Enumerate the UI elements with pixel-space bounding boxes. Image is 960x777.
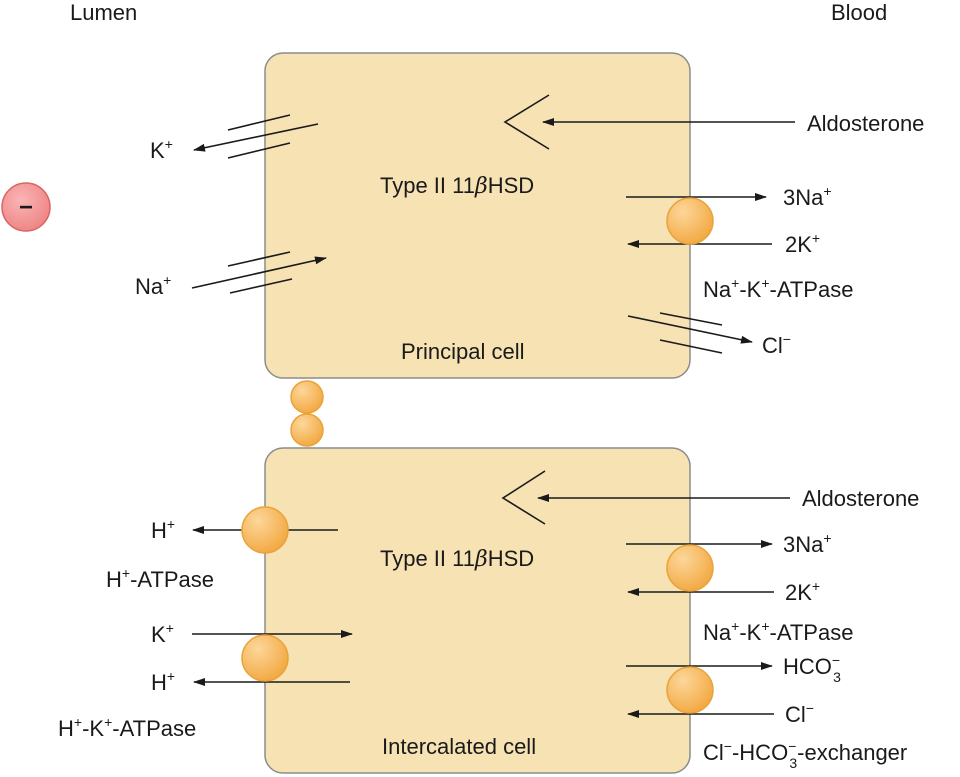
tight-junction (290, 380, 324, 447)
h-atpase-label: H+-ATPase (106, 565, 214, 592)
principal-cell (264, 52, 691, 379)
cl-hco3-exchanger-label: Cl−-HCO−3-exchanger (703, 738, 907, 771)
receptor-chevron-icon (501, 470, 546, 525)
na-channel-arrows (191, 251, 327, 294)
svg-text:−: − (19, 194, 33, 221)
h-k-atpase-pump-icon (241, 634, 289, 682)
aldosterone-label: Aldosterone (807, 111, 924, 136)
cl-hco3-exchanger-icon (666, 666, 714, 714)
h-out2-label: H+ (151, 668, 175, 695)
h-out-label: H+ (151, 516, 175, 543)
h-atpase-pump-icon (241, 506, 289, 554)
hco3-label: HCO−3 (783, 652, 841, 685)
intercalated-cell-label: Intercalated cell (382, 734, 536, 759)
k-in-label: K+ (151, 620, 174, 647)
cl-in-label: Cl− (785, 700, 814, 727)
blood-header: Blood (831, 0, 887, 25)
pump-k-label: 2K+ (785, 578, 820, 605)
na-k-atpase-pump-icon (666, 197, 714, 245)
receptor-chevron-icon (503, 94, 550, 150)
aldosterone-label: Aldosterone (802, 486, 919, 511)
na-k-atpase-pump-icon (666, 544, 714, 592)
k-channel-arrows (193, 114, 319, 159)
lumen-negative-charge-icon: − (1, 182, 51, 232)
pump-k-label: 2K+ (785, 230, 820, 257)
cl-out-label: Cl− (762, 331, 791, 358)
na-k-atpase-label: Na+-K+-ATPase (703, 618, 853, 645)
k-out-label: K+ (150, 136, 173, 163)
cl-channel-arrows (627, 312, 753, 354)
enzyme-label: Type II 11βHSD (380, 173, 534, 199)
intercalated-cell (264, 447, 691, 774)
pump-na-label: 3Na+ (783, 530, 832, 557)
principal-cell-label: Principal cell (401, 339, 525, 364)
h-k-atpase-label: H+-K+-ATPase (58, 714, 196, 741)
lumen-header: Lumen (70, 0, 137, 25)
enzyme-label: Type II 11βHSD (380, 546, 534, 572)
pump-na-label: 3Na+ (783, 183, 832, 210)
na-k-atpase-label: Na+-K+-ATPase (703, 275, 853, 302)
na-in-label: Na+ (135, 272, 171, 299)
